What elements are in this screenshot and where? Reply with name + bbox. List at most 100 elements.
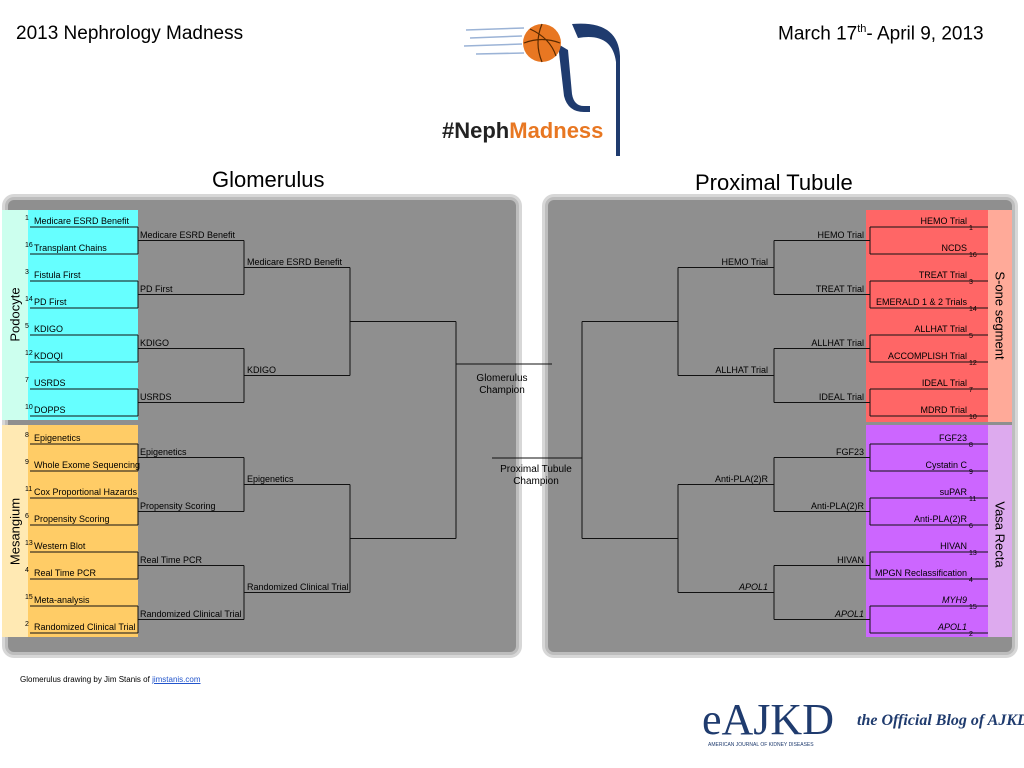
round2-winner: IDEAL Trial bbox=[818, 391, 864, 402]
mesangium-band bbox=[28, 425, 138, 637]
date-sup: th bbox=[857, 23, 867, 35]
round3-winner: Randomized Clinical Trial bbox=[247, 581, 349, 592]
seed-number: 8 bbox=[969, 442, 973, 449]
round2-winner: Real Time PCR bbox=[140, 554, 203, 565]
bracket-entry: Fistula First bbox=[34, 270, 81, 280]
round2-winner: PD First bbox=[140, 283, 173, 294]
bracket-entry: IDEAL Trial bbox=[921, 378, 967, 388]
seed-number: 13 bbox=[25, 540, 33, 547]
round2-winner: TREAT Trial bbox=[815, 283, 864, 294]
seed-number: 11 bbox=[969, 496, 977, 503]
seed-number: 12 bbox=[25, 350, 33, 357]
seed-number: 15 bbox=[25, 594, 33, 601]
round2-winner: Medicare ESRD Benefit bbox=[140, 229, 236, 240]
bracket-entry: ALLHAT Trial bbox=[914, 324, 967, 334]
seed-number: 5 bbox=[969, 333, 973, 340]
region-title-glomerulus: Glomerulus bbox=[212, 167, 325, 192]
bracket-entry: HEMO Trial bbox=[920, 216, 967, 226]
seed-number: 1 bbox=[969, 225, 973, 232]
bracket-entry: PD First bbox=[34, 297, 67, 307]
bracket-entry: Whole Exome Sequencing bbox=[34, 460, 141, 470]
seed-number: 7 bbox=[969, 387, 973, 394]
date-start: March 17 bbox=[778, 23, 858, 45]
seed-number: 4 bbox=[25, 567, 29, 574]
mesangium-side-band bbox=[2, 425, 28, 637]
bracket-entry: Western Blot bbox=[34, 541, 86, 551]
bracket-entry: Real Time PCR bbox=[34, 568, 97, 578]
round2-winner: Anti-PLA(2)R bbox=[810, 500, 864, 511]
seed-number: 3 bbox=[969, 279, 973, 286]
header-dates: March 17th- April 9, 2013 bbox=[778, 23, 984, 45]
seed-number: 11 bbox=[25, 486, 33, 493]
seed-number: 13 bbox=[969, 550, 977, 557]
seed-number: 6 bbox=[969, 523, 973, 530]
seed-number: 10 bbox=[25, 404, 33, 411]
official-blog-tagline: the Official Blog of AJKD bbox=[857, 712, 1024, 729]
podocyte-band bbox=[28, 210, 138, 420]
bracket-entry: EMERALD 1 & 2 Trials bbox=[875, 297, 967, 307]
seed-number: 7 bbox=[25, 377, 29, 384]
podocyte-side-band bbox=[2, 210, 28, 420]
date-end: - April 9, 2013 bbox=[866, 23, 984, 45]
bracket-entry: suPAR bbox=[939, 487, 967, 497]
seed-number: 14 bbox=[25, 296, 33, 303]
round3-winner: APOL1 bbox=[738, 581, 768, 592]
round3-winner: Medicare ESRD Benefit bbox=[247, 256, 343, 267]
bracket-entry: Meta-analysis bbox=[34, 595, 90, 605]
logo-text: #NephMadness bbox=[442, 118, 604, 143]
seed-number: 10 bbox=[969, 414, 977, 421]
header-title: 2013 Nephrology Madness bbox=[16, 23, 244, 44]
bracket-entry: KDIGO bbox=[34, 324, 64, 334]
seed-number: 3 bbox=[25, 269, 29, 276]
bracket-entry: Cox Proportional Hazards bbox=[34, 487, 138, 497]
vasa-recta-side-band bbox=[988, 425, 1012, 637]
bracket-entry: APOL1 bbox=[937, 622, 967, 632]
seed-number: 9 bbox=[969, 469, 973, 476]
seed-number: 15 bbox=[969, 604, 977, 611]
nephmadness-logo: #NephMadness bbox=[442, 16, 640, 161]
drawing-credit: Glomerulus drawing by Jim Stanis of jims… bbox=[20, 675, 201, 684]
seed-number: 12 bbox=[969, 360, 977, 367]
round3-winner: HEMO Trial bbox=[721, 256, 768, 267]
seed-number: 16 bbox=[25, 242, 33, 249]
round2-winner: Epigenetics bbox=[140, 446, 187, 457]
bracket-entry: Epigenetics bbox=[34, 433, 81, 443]
kidney-basketball-icon bbox=[463, 23, 620, 156]
seed-number: 9 bbox=[25, 459, 29, 466]
bracket-entry: Randomized Clinical Trial bbox=[34, 622, 136, 632]
bracket-entry: Cystatin C bbox=[925, 460, 967, 470]
s-one-band bbox=[866, 210, 988, 422]
vasa-recta-band bbox=[866, 425, 988, 637]
seed-number: 6 bbox=[25, 513, 29, 520]
bracket-entry: NCDS bbox=[941, 243, 967, 253]
proximal-champion-label: Proximal Tubule Champion bbox=[500, 464, 572, 487]
round3-winner: Epigenetics bbox=[247, 473, 294, 484]
round2-winner: KDIGO bbox=[140, 337, 170, 348]
eajkd-wordmark: eAJKD bbox=[702, 695, 834, 744]
round2-winner: HIVAN bbox=[837, 554, 864, 565]
eajkd-subtitle: AMERICAN JOURNAL OF KIDNEY DISEASES bbox=[708, 742, 814, 748]
seed-number: 16 bbox=[969, 252, 977, 259]
s-one-side-band bbox=[988, 210, 1012, 422]
seed-number: 2 bbox=[969, 631, 973, 638]
bracket-entry: Anti-PLA(2)R bbox=[913, 514, 967, 524]
eajkd-logo: eAJKD AMERICAN JOURNAL OF KIDNEY DISEASE… bbox=[702, 695, 834, 749]
bracket-entry: HIVAN bbox=[940, 541, 967, 551]
glomerulus-champion-label: Glomerulus Champion bbox=[476, 373, 528, 396]
round2-winner: USRDS bbox=[140, 391, 172, 402]
bracket-entry: Transplant Chains bbox=[34, 243, 107, 253]
bracket-entry: USRDS bbox=[34, 378, 66, 388]
round2-winner: Randomized Clinical Trial bbox=[140, 608, 242, 619]
round2-winner: ALLHAT Trial bbox=[811, 337, 864, 348]
jimstanis-link[interactable]: jimstanis.com bbox=[152, 675, 201, 684]
seed-number: 8 bbox=[25, 432, 29, 439]
round3-winner: KDIGO bbox=[247, 364, 277, 375]
round2-winner: HEMO Trial bbox=[817, 229, 864, 240]
seed-number: 14 bbox=[969, 306, 977, 313]
round2-winner: FGF23 bbox=[835, 446, 864, 457]
round3-winner: Anti-PLA(2)R bbox=[714, 473, 768, 484]
round2-winner: APOL1 bbox=[834, 608, 864, 619]
bracket-entry: FGF23 bbox=[938, 433, 967, 443]
region-title-proximal: Proximal Tubule bbox=[695, 170, 853, 195]
